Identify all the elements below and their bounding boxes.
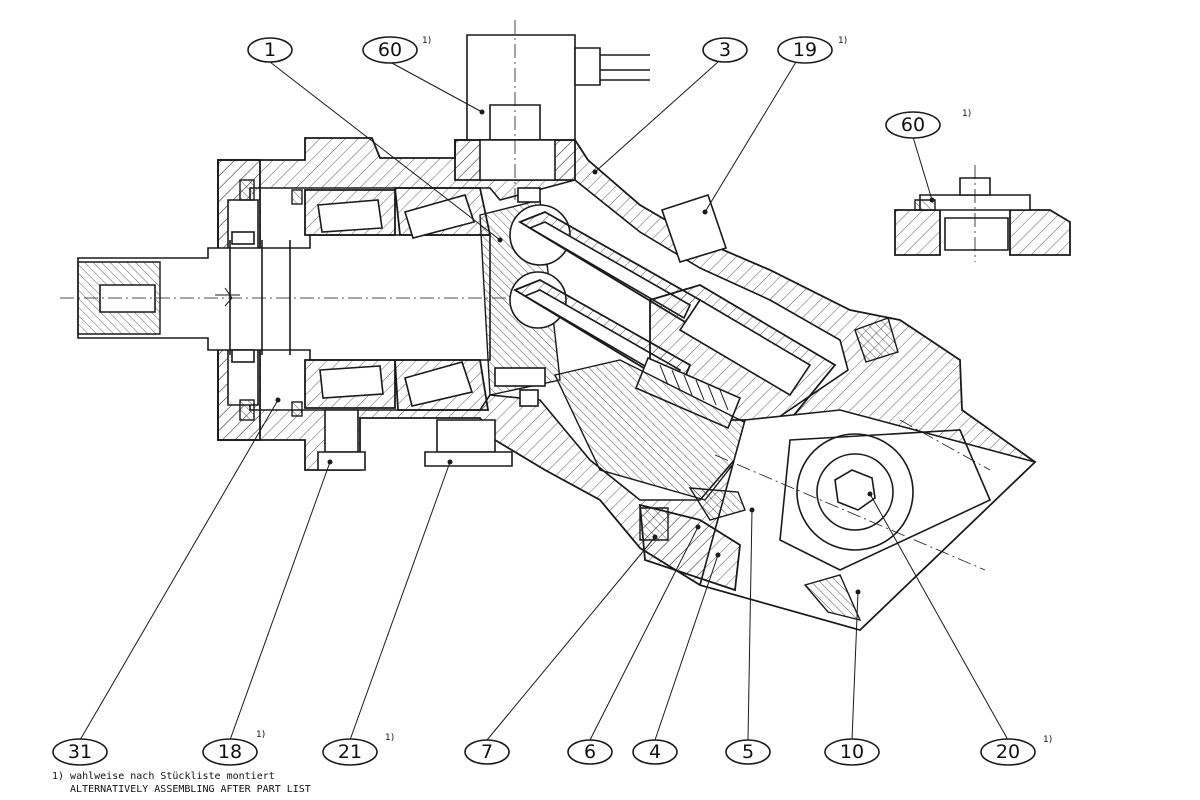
balloon-20: 20 1) [980,735,1052,766]
balloon-5: 5 [725,739,771,765]
svg-text:1: 1 [264,39,276,61]
drain-plugs [317,193,899,471]
seals [231,179,546,421]
cylinder-block [553,284,837,501]
balloon-3: 3 [702,37,748,63]
svg-text:10: 10 [840,741,864,763]
control-valve [454,20,650,200]
svg-text:6: 6 [584,741,596,763]
svg-text:4: 4 [649,741,661,763]
drive-shaft [60,234,520,361]
svg-text:18: 18 [218,741,242,763]
footnote-line-2: ALTERNATIVELY ASSEMBLING AFTER PART LIST [70,784,311,795]
svg-text:20: 20 [996,741,1020,763]
balloon-21: 21 1) [322,733,394,766]
balloon-10: 10 [824,738,880,766]
leader-lines [79,61,1009,741]
svg-text:5: 5 [742,741,754,763]
balloon-18: 18 1) [202,730,265,766]
balloon-60-detail: 60 1) [885,109,971,139]
svg-text:7: 7 [481,741,493,763]
tapered-roller-bearings [304,187,492,411]
svg-text:19: 19 [793,39,817,61]
detail-view-60 [894,165,1071,262]
balloon-6: 6 [567,739,613,765]
balloon-60: 60 1) [362,36,431,64]
balloon-1: 1 [247,37,293,63]
svg-text:1): 1) [1043,735,1052,745]
footnote-line-1: 1) wahlweise nach Stückliste montiert [52,771,275,782]
svg-text:3: 3 [719,39,731,61]
svg-text:31: 31 [68,741,92,763]
port-plate-cover [638,409,1037,631]
svg-text:21: 21 [338,741,362,763]
balloon-19: 19 1) [777,36,847,64]
svg-text:60: 60 [378,39,402,61]
svg-text:60: 60 [901,114,925,136]
balloon-7: 7 [464,739,510,765]
svg-text:1): 1) [385,733,394,743]
svg-text:1): 1) [256,730,265,740]
balloon-31: 31 [52,738,108,766]
svg-text:1): 1) [422,36,431,46]
balloon-4: 4 [632,739,678,765]
svg-text:1): 1) [962,109,971,119]
leader-dots [275,109,935,595]
svg-text:1): 1) [838,36,847,46]
